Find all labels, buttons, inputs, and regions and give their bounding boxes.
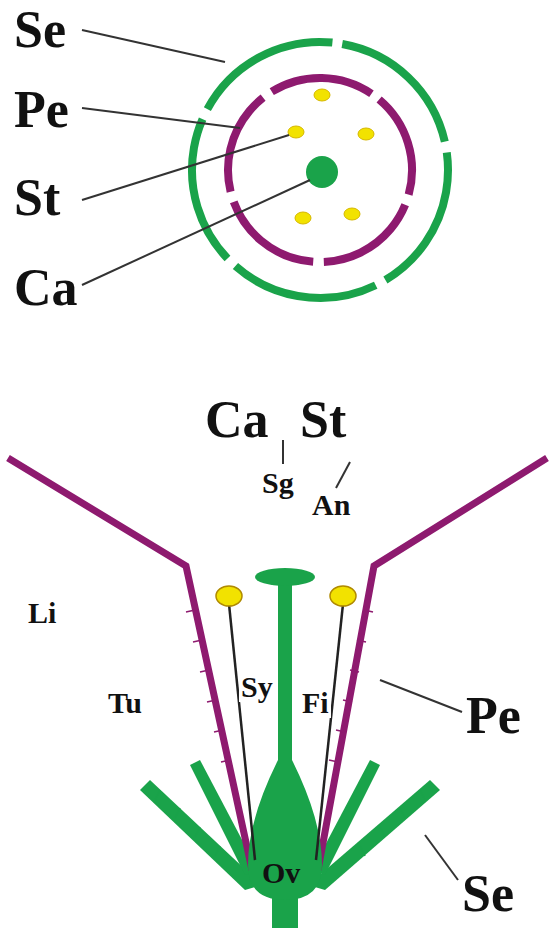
pistil <box>248 568 322 928</box>
part-label: An <box>312 490 350 520</box>
petal-ring <box>190 40 449 299</box>
part-label: Sy <box>239 672 275 702</box>
part-label: Se <box>462 868 514 920</box>
sepal-ring <box>172 22 469 319</box>
part-label: St <box>300 394 346 446</box>
floral-label: Pe <box>14 84 69 136</box>
stamen-dots <box>288 89 374 224</box>
carpel-dot <box>306 156 338 188</box>
part-label: Ov <box>262 858 300 888</box>
part-label: Fi <box>300 688 331 718</box>
floral-label: Se <box>14 4 66 56</box>
filaments <box>229 604 343 860</box>
part-label: Li <box>28 598 56 628</box>
anthers <box>216 586 356 606</box>
part-label: Tu <box>108 688 142 718</box>
part-label: Sg <box>262 468 294 498</box>
part-label: Ca <box>205 394 269 446</box>
leader-lines <box>82 30 462 880</box>
floral-label: St <box>14 172 60 224</box>
part-label: Pe <box>466 690 521 742</box>
floral-label: Ca <box>14 262 78 314</box>
